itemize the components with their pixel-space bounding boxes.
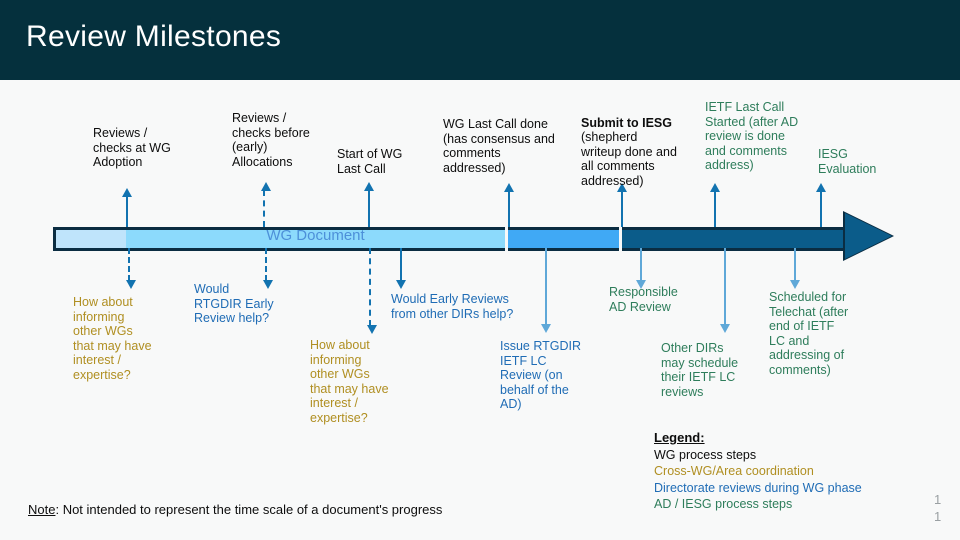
milestone-label-submit-to-iesg-title: Submit to IESG — [581, 115, 672, 130]
note-label-informing-other-wgs-2: How about informing other WGs that may h… — [310, 338, 389, 425]
milestone-label-iesg-evaluation: IESG Evaluation — [818, 147, 877, 176]
connector-down-arrow-3-dashed — [367, 248, 377, 334]
connector-down-arrow-1-dashed — [126, 248, 136, 289]
note-label-responsible-ad-review: Responsible AD Review — [609, 285, 678, 314]
milestone-label-submit-to-iesg-detail: (shepherd writeup done and all comments … — [581, 130, 677, 188]
legend: Legend: WG process steps Cross-WG/Area c… — [654, 430, 862, 513]
timeline-bar-label: WG Document — [266, 227, 365, 244]
connector-up-arrow-4 — [504, 183, 514, 227]
slide-header: Review Milestones — [0, 0, 960, 80]
milestone-label-ietf-last-call-started: IETF Last Call Started (after AD review … — [705, 100, 799, 172]
milestone-label-submit-to-iesg: Submit to IESG (shepherd writeup done an… — [581, 101, 696, 188]
legend-item-ad-iesg-process: AD / IESG process steps — [654, 497, 793, 511]
connector-up-arrow-7 — [816, 183, 826, 227]
note-label-rtgdir-early-review: Would RTGDIR Early Review help? — [194, 282, 274, 325]
note-label-early-reviews-other-dirs: Would Early Reviews from other DIRs help… — [391, 292, 514, 321]
legend-item-cross-wg: Cross-WG/Area coordination — [654, 464, 814, 478]
note-label-issue-rtgdir-ietf-lc-review: Issue RTGDIR IETF LC Review (on behalf o… — [500, 339, 582, 411]
connector-up-arrow-6 — [710, 183, 720, 227]
footer-note-key: Note — [28, 502, 56, 517]
connector-down-arrow-5 — [541, 248, 551, 333]
timeline-segment-light — [53, 227, 126, 251]
page-number-1: 1 — [934, 492, 942, 507]
legend-item-wg-process: WG process steps — [654, 447, 757, 462]
connector-down-arrow-8 — [790, 248, 800, 289]
note-label-informing-other-wgs-1: How about informing other WGs that may h… — [73, 295, 152, 382]
milestone-label-early-allocations: Reviews / checks before (early) Allocati… — [232, 111, 310, 169]
footer-note: Note: Not intended to represent the time… — [28, 502, 442, 517]
milestone-label-wg-adoption: Reviews / checks at WG Adoption — [93, 126, 171, 169]
connector-up-arrow-5 — [617, 183, 627, 227]
connector-down-arrow-2-dashed — [263, 248, 273, 289]
footer-note-text: : Not intended to represent the time sca… — [55, 502, 443, 517]
timeline-segment-dark — [622, 227, 847, 251]
page-number-2: 1 — [934, 509, 942, 524]
legend-title: Legend: — [654, 430, 705, 445]
timeline-segment-blue — [508, 227, 619, 251]
connector-down-arrow-4 — [396, 248, 406, 289]
connector-up-arrow-1 — [122, 188, 132, 227]
milestone-label-start-wg-last-call: Start of WG Last Call — [337, 147, 403, 176]
timeline-arrowhead-icon — [845, 213, 892, 259]
connector-up-arrow-2-dashed — [261, 182, 271, 227]
legend-item-directorate-reviews: Directorate reviews during WG phase — [654, 480, 862, 495]
note-label-scheduled-for-telechat: Scheduled for Telechat (after end of IET… — [769, 290, 849, 377]
note-label-other-dirs-ietf-lc-reviews: Other DIRs may schedule their IETF LC re… — [661, 341, 739, 399]
milestone-label-wg-last-call-done: WG Last Call done (has consensus and com… — [443, 117, 555, 175]
page-title: Review Milestones — [26, 20, 282, 53]
connector-down-arrow-6 — [636, 248, 646, 289]
connector-down-arrow-7 — [720, 248, 730, 333]
connector-up-arrow-3 — [364, 182, 374, 227]
timeline-segment-cyan — [126, 227, 505, 251]
